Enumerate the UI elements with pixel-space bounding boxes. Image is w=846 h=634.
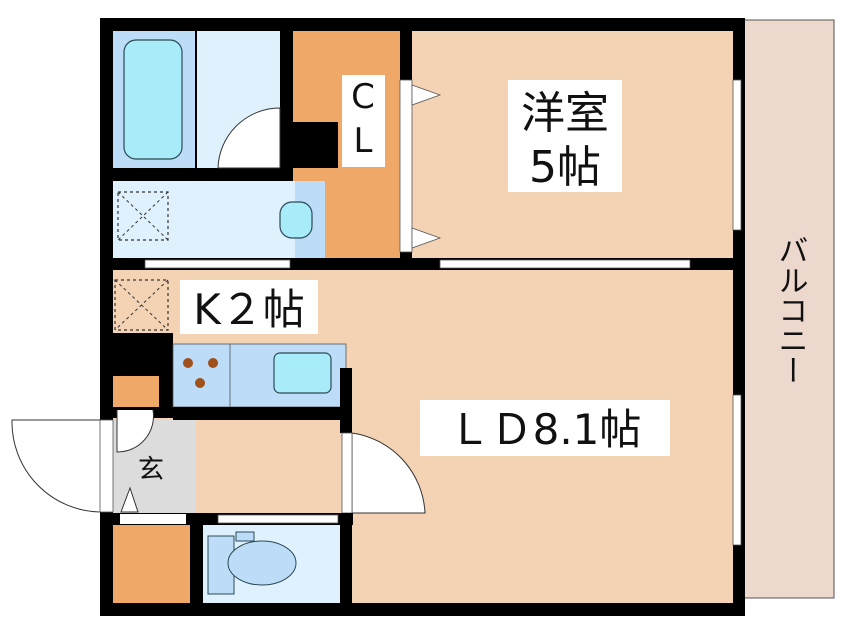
bath-door-swing bbox=[217, 107, 281, 169]
western-room-sliding-door bbox=[439, 259, 691, 269]
shoe-box bbox=[113, 376, 159, 407]
balcony-label: バルコニー bbox=[773, 235, 808, 385]
kitchen-label: K２帖 bbox=[193, 285, 305, 334]
stove-burner-icon bbox=[183, 358, 193, 368]
bathtub-icon bbox=[123, 39, 183, 160]
toilet-door bbox=[217, 514, 339, 524]
entrance-label: 玄 bbox=[138, 455, 164, 485]
western-room-name: 洋室 bbox=[521, 88, 609, 139]
washer-space-icon bbox=[117, 191, 169, 241]
western-room-size: 5帖 bbox=[529, 142, 601, 193]
sink-icon bbox=[279, 201, 313, 239]
kitchen-sink-icon bbox=[273, 352, 332, 394]
closet-label-l: L bbox=[354, 121, 373, 161]
living-dining-label: ＬＤ8.1帖 bbox=[449, 405, 642, 454]
balcony bbox=[741, 19, 835, 599]
entrance-door-swing bbox=[11, 419, 101, 513]
stove-burner-icon bbox=[208, 358, 218, 368]
closet-label-c: C bbox=[351, 77, 375, 117]
kitchen-vent-icon bbox=[114, 279, 169, 331]
storage bbox=[113, 525, 190, 603]
washroom-door bbox=[144, 259, 291, 269]
living-door-swing bbox=[351, 432, 426, 514]
stove-burner-icon bbox=[195, 378, 205, 388]
window bbox=[732, 79, 742, 231]
window bbox=[732, 394, 742, 546]
toilet-icon bbox=[227, 540, 297, 586]
closet-door bbox=[399, 79, 413, 253]
closet-pillar bbox=[280, 122, 338, 168]
